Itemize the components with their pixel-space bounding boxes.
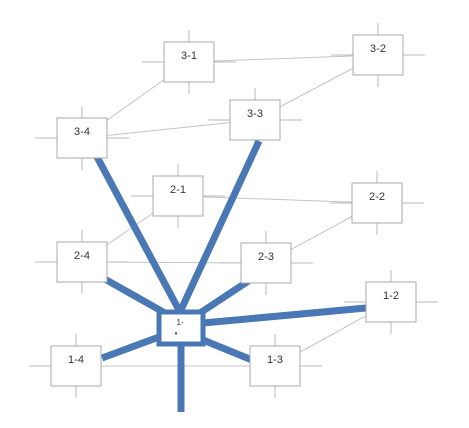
node-label-3-2: 3-2 — [370, 43, 386, 55]
thin-link-3-4-3-3 — [81, 119, 256, 139]
thin-link-2-1-2-2 — [177, 195, 378, 204]
node-box-3-1 — [163, 41, 215, 83]
thin-link-3-1-3-2 — [188, 54, 379, 63]
node-box-2-1 — [152, 175, 204, 217]
node-label-3-3: 3-3 — [247, 108, 263, 120]
node-3-1: 3-1 — [163, 41, 215, 83]
hub-links — [92, 139, 367, 412]
hub-label-line1: 1- — [176, 318, 183, 327]
node-1-3: 1-3 — [249, 345, 301, 387]
hub-link-1-4 — [100, 333, 161, 362]
hub-box — [156, 309, 206, 347]
node-2-1: 2-1 — [152, 175, 204, 217]
node-box-2-3 — [240, 242, 292, 284]
node-box-2-2 — [351, 182, 403, 224]
node-label-3-4: 3-4 — [74, 126, 90, 138]
node-3-2: 3-2 — [352, 34, 404, 76]
hub-link-3-3 — [176, 139, 263, 314]
hub-link-1-3 — [201, 336, 254, 364]
hub-link-1-2 — [202, 304, 367, 327]
node-label-2-3: 2-3 — [258, 251, 274, 263]
node-label-1-2: 1-2 — [383, 290, 399, 302]
node-box-1-2 — [365, 281, 417, 323]
node-1-4: 1-4 — [50, 345, 102, 387]
node-box-3-2 — [352, 34, 404, 76]
hub-node: 1- • — [156, 309, 206, 347]
hub-link-2-4 — [101, 274, 167, 317]
node-3-3: 3-3 — [229, 99, 281, 141]
node-label-1-3: 1-3 — [267, 354, 283, 366]
node-2-4: 2-4 — [56, 241, 108, 283]
node-2-3: 2-3 — [240, 242, 292, 284]
node-label-2-4: 2-4 — [74, 250, 90, 262]
node-2-2: 2-2 — [351, 182, 403, 224]
node-box-1-4 — [50, 345, 102, 387]
node-box-1-3 — [249, 345, 301, 387]
node-box-3-4 — [56, 117, 108, 159]
node-box-2-4 — [56, 241, 108, 283]
node-label-2-1: 2-1 — [170, 184, 186, 196]
hub-label-line2: • — [175, 329, 178, 338]
node-label-2-2: 2-2 — [369, 191, 385, 203]
node-label-1-4: 1-4 — [68, 354, 84, 366]
nodes: 3-1 3-2 3-3 3-4 2-1 2-2 2-3 2-4 1-2 1-3 1-4 — [50, 34, 417, 387]
node-box-3-3 — [229, 99, 281, 141]
node-1-2: 1-2 — [365, 281, 417, 323]
node-label-3-1: 3-1 — [181, 50, 197, 62]
node-3-4: 3-4 — [56, 117, 108, 159]
hub-link-2-3 — [198, 275, 255, 316]
hub-link-3-4 — [92, 153, 184, 314]
thin-link-2-4-2-3 — [81, 261, 267, 264]
